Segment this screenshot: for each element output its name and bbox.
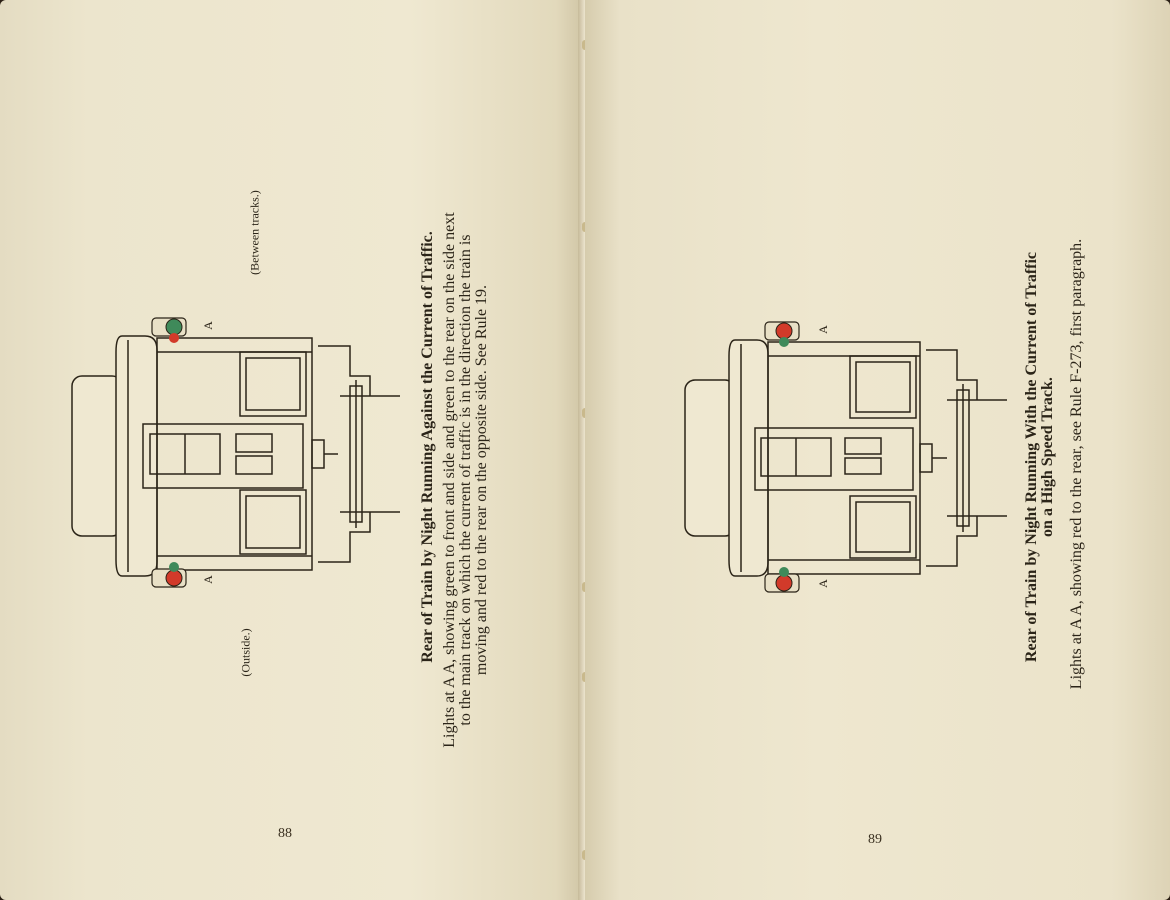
lamp-label-bottom: A [200, 575, 215, 584]
lamp-label-top: A [815, 325, 830, 334]
caption-line-1: Lights at A A, showing green to front an… [441, 212, 458, 748]
lamp-label-bottom: A [815, 579, 830, 588]
marker-lamp-bottom-right [764, 567, 800, 593]
caption-body: Lights at A A, showing red to the rear, … [1068, 238, 1085, 690]
caboose-illustration-left [72, 317, 187, 588]
marker-lamp-top-left [151, 317, 187, 343]
lamp-label-top: A [200, 321, 215, 330]
caption-title-line-2: on a High Speed Track. [1039, 377, 1056, 537]
page-number-right: 89 [868, 832, 882, 847]
left-page: A A (Between tracks.) (Outside.) Rear of… [0, 0, 585, 900]
caption-title: Rear of Train by Night Running Against t… [419, 231, 436, 663]
caboose-illustration-right [684, 321, 1007, 593]
right-page: A A Rear of Train by Night Running With … [585, 0, 1170, 900]
marker-lamp-top-right [764, 321, 800, 347]
caption-line-2: to the main track on which the current o… [457, 234, 474, 726]
page-number-left: 88 [278, 826, 292, 841]
marker-lamp-bottom-left [151, 562, 187, 588]
label-between-tracks: (Between tracks.) [247, 190, 262, 275]
caption-line-3: moving and red to the rear on the opposi… [473, 284, 490, 676]
label-outside: (Outside.) [238, 628, 253, 677]
